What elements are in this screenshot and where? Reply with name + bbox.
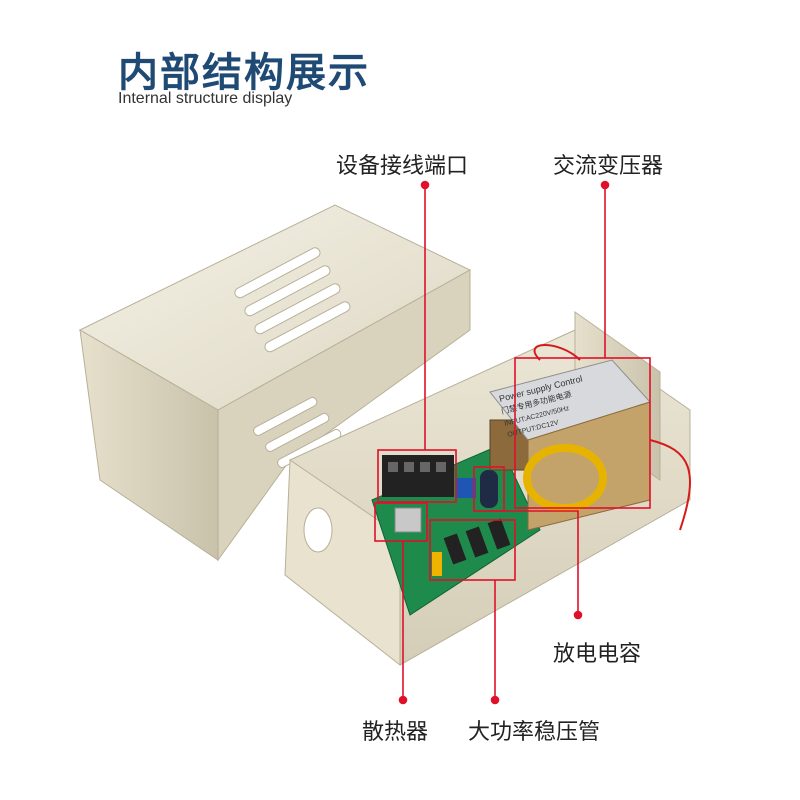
highlight-heatsink	[374, 502, 428, 542]
cover-lid	[78, 204, 472, 562]
callout-regulator-label: 大功率稳压管	[468, 720, 601, 745]
cover-vent-slots	[234, 247, 351, 353]
cable-hole	[303, 507, 333, 553]
pcb-board	[371, 444, 541, 616]
callout-terminal-label: 设备接线端口	[336, 154, 469, 179]
highlight-capacitor	[473, 466, 505, 512]
heatsink	[394, 507, 422, 533]
highlight-transformer	[514, 357, 651, 509]
callout-heatsink-label: 散热器	[362, 720, 429, 745]
leader-heatsink-dot	[398, 695, 408, 705]
highlight-terminal	[377, 449, 457, 503]
highlight-regulator	[429, 519, 516, 581]
page-subtitle: Internal structure display	[118, 90, 293, 107]
terminal-block	[382, 455, 476, 498]
leader-regulator-dot	[490, 695, 500, 705]
leader-capacitor-dot	[573, 610, 583, 620]
transformer: Power supply Control 门禁专用多功能电源 INPUT:AC2…	[489, 359, 651, 531]
leader-capacitor	[490, 510, 579, 615]
callout-transformer-label: 交流变压器	[553, 154, 664, 179]
red-wire-right	[649, 439, 691, 531]
page-title: 内部结构展示	[118, 50, 370, 96]
leader-transformer-dot	[600, 180, 610, 190]
capacitor	[480, 470, 498, 508]
red-wire-top	[533, 344, 581, 361]
callout-capacitor-label: 放电电容	[553, 642, 642, 667]
leader-terminal-dot	[420, 180, 430, 190]
regulator-diodes	[432, 518, 511, 576]
